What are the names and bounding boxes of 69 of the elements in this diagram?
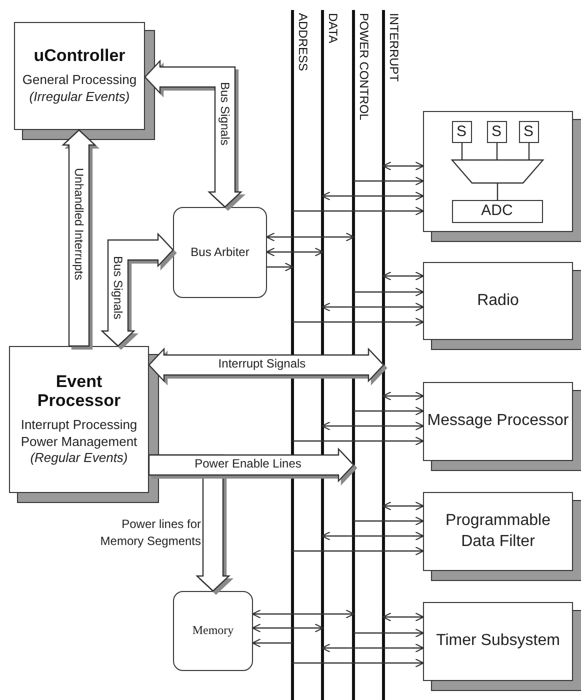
node-label: Bus Arbiter xyxy=(190,244,250,260)
component-box xyxy=(452,120,472,142)
arrow xyxy=(382,612,424,622)
arrow xyxy=(382,391,424,401)
arrow xyxy=(354,516,424,526)
bus-label: INTERRUPT xyxy=(387,13,401,82)
arrow xyxy=(292,546,424,556)
multiplexer-trapezoid xyxy=(452,160,542,182)
arrow xyxy=(252,623,324,633)
edge-label: Power Enable Lines xyxy=(194,456,302,471)
arrow xyxy=(292,436,424,446)
node-label: S xyxy=(522,122,534,142)
edge-label: Unhandled Interrupts xyxy=(72,168,86,280)
arrow xyxy=(266,232,354,242)
bus-label: DATA xyxy=(326,13,340,44)
node-title: Event Processor xyxy=(36,372,122,411)
arrow xyxy=(322,531,424,541)
arrow xyxy=(322,191,424,201)
block-arrow xyxy=(148,347,384,383)
bus-line xyxy=(382,10,385,700)
node-label: Radio xyxy=(476,290,520,311)
arrow xyxy=(322,421,424,431)
node-label: Message Processor xyxy=(426,411,570,432)
connector-line xyxy=(528,143,530,160)
arrow xyxy=(266,247,324,257)
arrow xyxy=(252,638,292,648)
node-description: General Processing (Irregular Events) xyxy=(21,72,138,106)
node-label: ADC xyxy=(480,201,514,221)
arrow xyxy=(382,271,424,281)
arrow xyxy=(354,287,424,297)
edge-label: Power lines for Memory Segments xyxy=(99,516,201,550)
bus-label: ADDRESS xyxy=(296,13,310,72)
edge-label: Bus Signals xyxy=(218,82,232,146)
component-box xyxy=(452,200,542,222)
component-box xyxy=(486,120,506,142)
arrow xyxy=(292,206,424,216)
node-label: Programmable Data Filter xyxy=(444,510,552,552)
block-arrow xyxy=(144,59,243,208)
component-box xyxy=(518,120,538,142)
arrow xyxy=(252,609,354,619)
node-label: S xyxy=(490,122,502,142)
edge-label: Interrupt Signals xyxy=(218,356,306,371)
arrow xyxy=(292,658,424,668)
block-arrow xyxy=(61,129,97,347)
arrow xyxy=(292,317,424,327)
arrow xyxy=(267,262,294,272)
node-title: uController xyxy=(32,46,126,66)
arrow xyxy=(354,628,424,638)
arrow xyxy=(382,161,424,171)
arrow xyxy=(354,406,424,416)
connector-line xyxy=(496,143,498,160)
bus-label: POWER CONTROL xyxy=(357,13,371,120)
block-box xyxy=(173,591,253,671)
arrow xyxy=(322,643,424,653)
bus-line xyxy=(321,10,324,700)
node-label: S xyxy=(455,122,468,142)
arrow xyxy=(382,501,424,511)
block-arrow xyxy=(100,232,174,347)
arrow xyxy=(322,302,424,312)
block-arrow xyxy=(148,447,354,483)
bus-line xyxy=(352,10,355,700)
connector-line xyxy=(461,143,463,160)
edge-label: Bus Signals xyxy=(111,256,125,320)
node-description: Interrupt Processing Power Management (Regular Events) xyxy=(20,416,138,468)
arrow xyxy=(354,176,424,186)
connector-line xyxy=(496,183,498,200)
node-label: Memory xyxy=(191,623,235,639)
node-label: Timer Subsystem xyxy=(435,631,561,652)
block-box xyxy=(173,207,267,298)
